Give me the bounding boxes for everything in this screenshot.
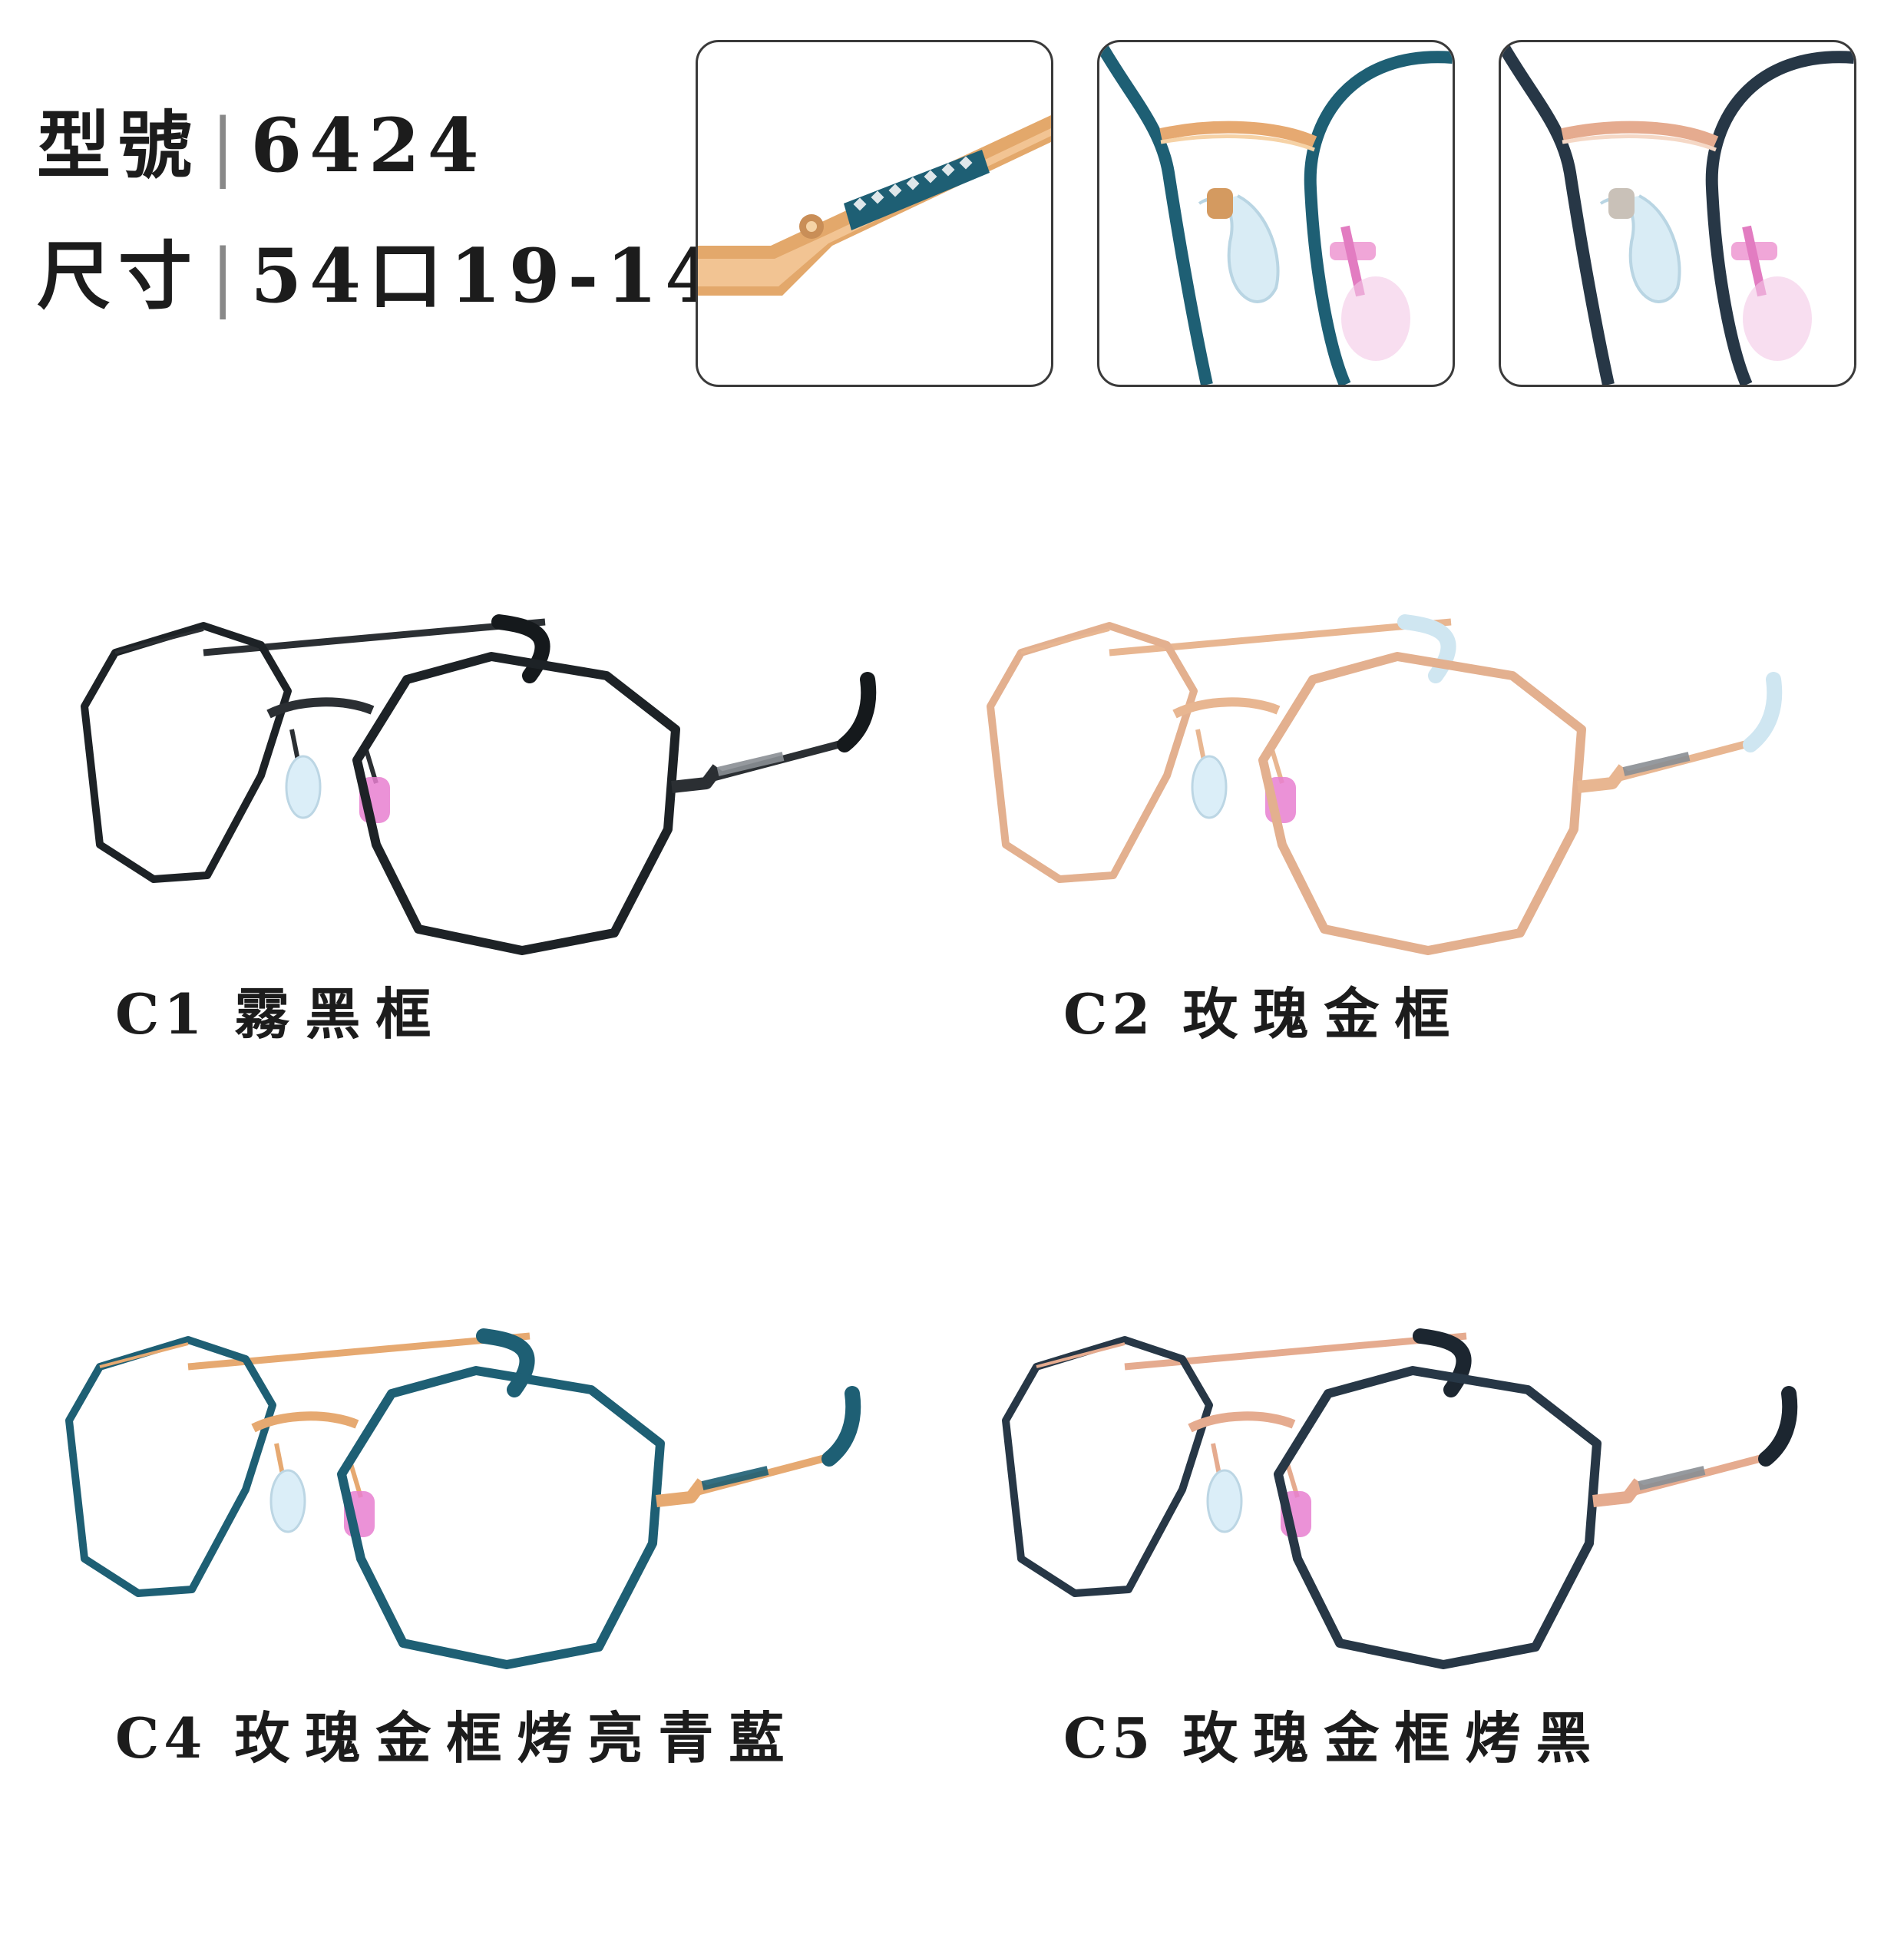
variant-code: C2: [1063, 981, 1155, 1047]
eyeglasses-icon: [65, 1328, 861, 1669]
model-label: 型號: [37, 102, 200, 189]
variant-code: C5: [1063, 1705, 1155, 1771]
eyeglasses-icon: [81, 614, 877, 955]
glasses-c4-photo: [54, 1305, 898, 1689]
variant-caption-c2: C2 玫瑰金框: [1063, 969, 1465, 1050]
model-spec: 型號|6424: [37, 86, 487, 193]
glasses-c5-photo: [990, 1305, 1835, 1689]
glasses-c1-photo: [69, 591, 914, 975]
glasses-c2-photo: [975, 591, 1820, 975]
bridge-detail-photo-teal: [1097, 40, 1455, 387]
model-number: 6424: [250, 102, 487, 189]
variant-code: C4: [115, 1705, 207, 1771]
variant-name: 霧黑框: [234, 981, 447, 1047]
eyeglasses-icon: [1002, 1328, 1798, 1669]
variant-name: 玫瑰金框烤黑: [1182, 1705, 1607, 1771]
eyeglasses-icon: [987, 614, 1783, 955]
size-value: 54口19-145: [250, 233, 783, 319]
size-label: 尺寸: [37, 233, 200, 319]
model-separator: |: [210, 103, 243, 189]
variant-caption-c4: C4 玫瑰金框烤亮青藍: [115, 1693, 799, 1774]
variant-name: 玫瑰金框: [1182, 981, 1466, 1047]
bridge-detail-photo-black: [1499, 40, 1856, 387]
temple-hinge-icon: [698, 115, 1051, 296]
variant-code: C1: [115, 981, 207, 1047]
variant-caption-c5: C5 玫瑰金框烤黑: [1063, 1693, 1606, 1774]
size-spec: 尺寸|54口19-145: [37, 217, 783, 323]
variant-caption-c1: C1 霧黑框: [115, 969, 446, 1050]
temple-detail-photo: [696, 40, 1053, 387]
size-separator: |: [210, 233, 243, 319]
variant-name: 玫瑰金框烤亮青藍: [234, 1705, 800, 1771]
nose-pad-icon: [1501, 42, 1854, 385]
nose-pad-icon: [1099, 42, 1453, 385]
